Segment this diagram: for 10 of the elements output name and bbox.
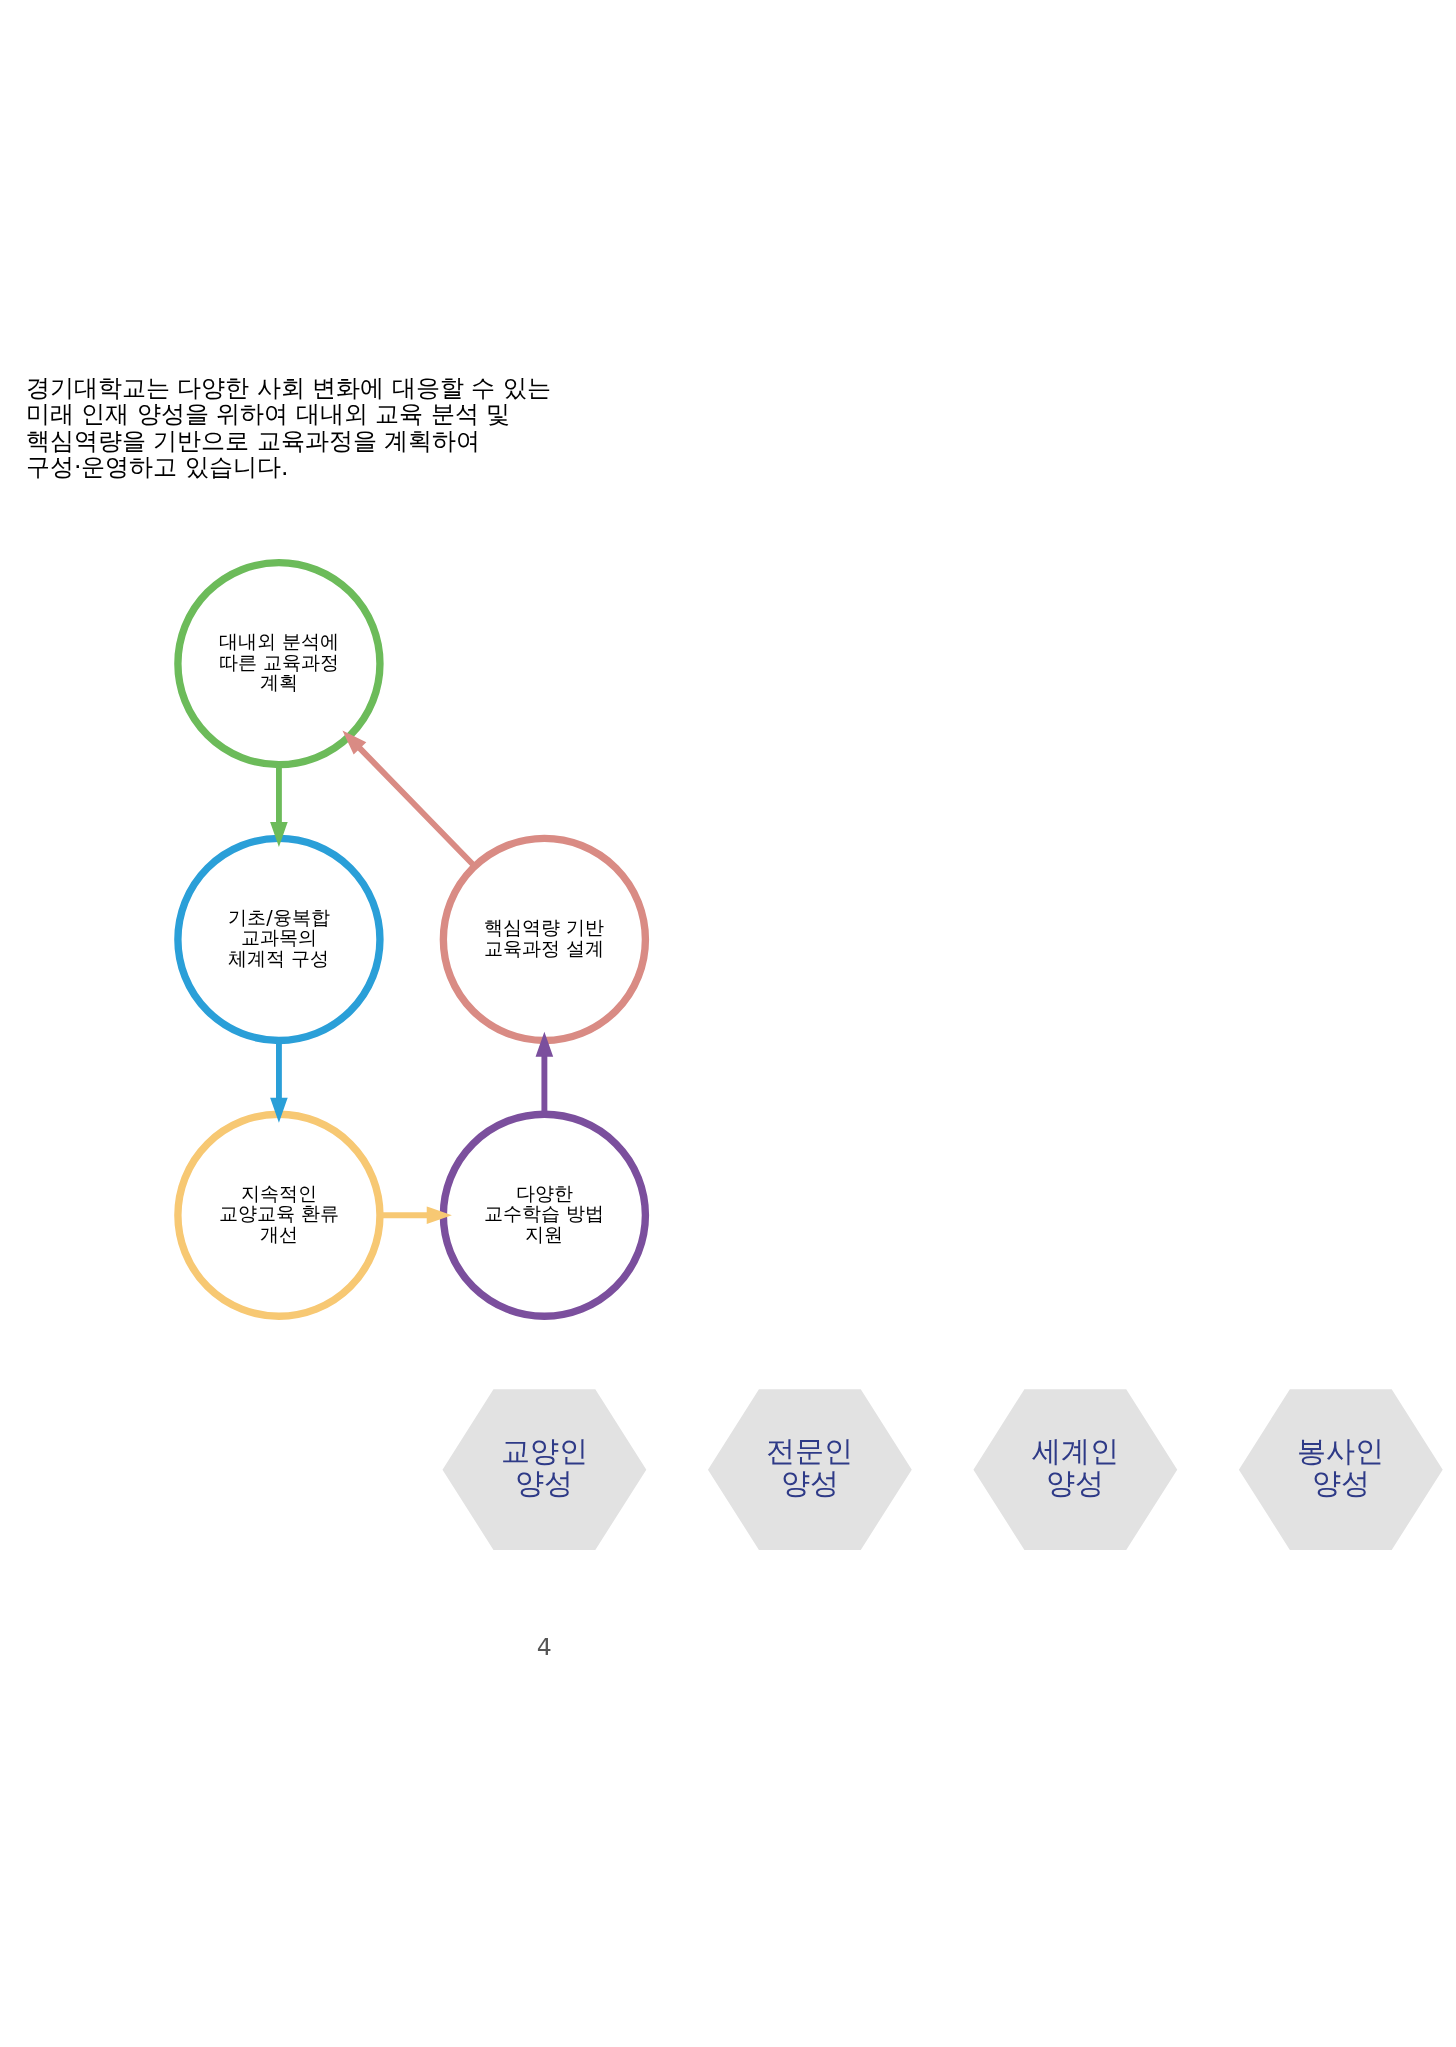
node-circle: 지속적인 교양교육 환류 개선 — [174, 1110, 384, 1320]
label: 경기대학교는 다양한 사회 변화에 대응할 수 있는 미래 인재 양성을 위하여 대내외 교육 분석 및 핵심역량을 기반으로 교육과정을 계획하여 구성·운영하고 있습니다. — [25, 373, 551, 482]
arrow — [342, 730, 477, 869]
node-circle: 기초/융복합 교과목의 체계적 구성 — [174, 834, 384, 1045]
arrow — [535, 1031, 554, 1114]
node-circle: 핵심역량 기반 교육과정 설계 — [439, 834, 650, 1045]
arrow — [380, 1206, 452, 1225]
node-circle: 대내외 분석에 따른 교육과정 계획 — [174, 558, 384, 769]
label: 4 — [536, 1633, 552, 1662]
node-circle: 다양한 교수학습 방법 지원 — [439, 1110, 650, 1320]
